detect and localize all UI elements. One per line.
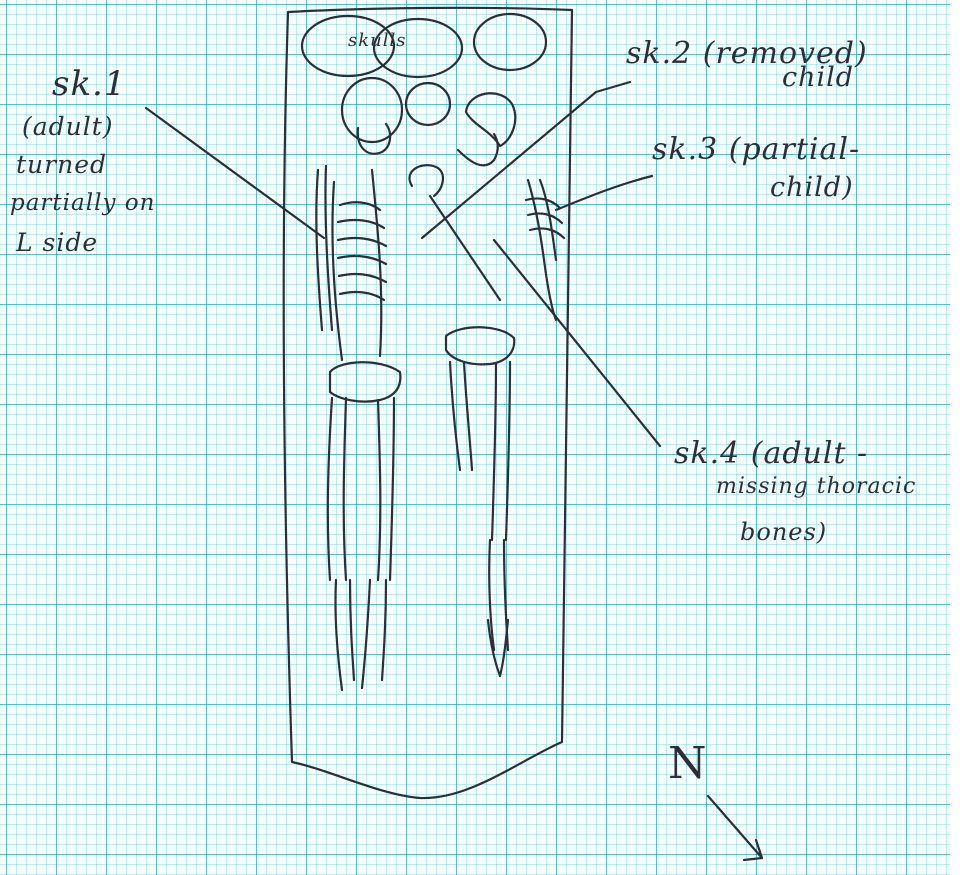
sk1-label-line: L side — [16, 228, 98, 257]
sk4-label-line: missing thoracic — [716, 474, 916, 499]
sk4-leader — [430, 196, 500, 300]
sk1-label-line: (adult) — [22, 112, 114, 141]
sk4-label-line: sk.4 (adult - — [674, 436, 868, 471]
sk3-label-line: sk.3 (partial- — [652, 132, 860, 167]
sk2-remnant — [409, 165, 442, 196]
skull-outline — [474, 14, 546, 70]
sk1-label-line: turned — [16, 150, 107, 179]
sk2-leader — [422, 82, 630, 238]
north-label: N — [668, 738, 708, 789]
sk4-leader — [494, 240, 660, 446]
sk4-label-line: bones) — [740, 518, 827, 546]
sk2-label-line: child — [782, 62, 854, 93]
skulls-label: skulls — [348, 30, 407, 51]
sk4-cranium — [466, 93, 515, 146]
north-arrow — [708, 796, 762, 858]
grave-outline — [284, 8, 572, 798]
sk1-label-line: sk.1 — [52, 64, 127, 104]
sk1-label-line: partially on — [10, 190, 155, 216]
sk1-leader — [146, 108, 324, 238]
sk1-cranium — [342, 78, 402, 142]
sk3-label-line: child) — [770, 172, 854, 203]
sk4-pelvis — [446, 327, 514, 364]
